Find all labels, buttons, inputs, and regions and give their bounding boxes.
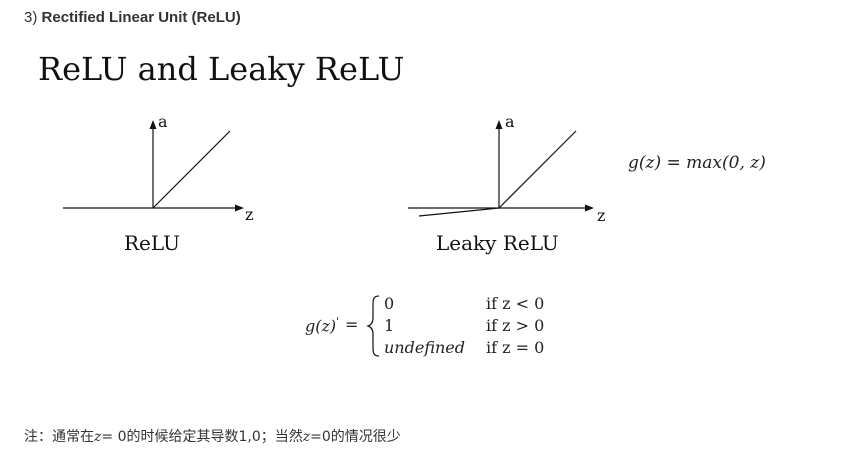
relu-function-formula: g(z) = max(0, z) [628,153,766,173]
section-title: Rectified Linear Unit (ReLU) [41,9,241,26]
section-heading: 3) Rectified Linear Unit (ReLU) [24,9,241,26]
relu-y-axis-label: a [158,112,168,131]
footnote-prefix: 注：通常在 [24,429,94,445]
footnote-suffix: =0的情况很少 [310,429,401,445]
case-value-3: undefined [384,338,465,357]
slide-title: ReLU and Leaky ReLU [38,50,405,88]
case-condition-2: if z > 0 [486,316,545,335]
case-condition-1: if z < 0 [486,294,545,313]
relu-plot [63,120,244,212]
leaky-curve-negative [418,207,500,217]
case-value-2: 1 [384,316,395,335]
derivative-prime: ' [336,315,340,328]
derivative-lhs-text: g(z) [305,316,337,336]
relu-x-arrowhead [235,204,244,212]
leaky-x-arrowhead [585,204,594,212]
case-condition-3: if z = 0 [486,338,545,357]
section-number: 3) [24,9,38,26]
case-value-3-text: undefined [384,338,466,357]
footnote: 注：通常在z= 0的时候给定其导数1,0；当然z=0的情况很少 [24,426,401,446]
leaky-y-arrowhead [495,120,503,129]
leaky-relu-label: Leaky ReLU [436,231,559,255]
leaky-relu-plot [408,120,594,217]
leaky-x-axis-label: z [597,206,606,225]
footnote-var-z-1: z [94,429,102,445]
footnote-mid: = 0的时候给定其导数1,0；当然 [101,429,303,445]
relu-x-axis-label: z [245,205,254,224]
relu-label: ReLU [124,231,180,255]
leaky-y-axis-label: a [505,112,515,131]
case-value-1: 0 [384,294,395,313]
relu-curve-positive [152,130,231,209]
left-brace-icon [366,295,380,357]
footnote-var-z-2: z [302,429,311,445]
leaky-curve-positive [498,130,577,209]
derivative-lhs: g(z)' [305,315,339,335]
relu-y-arrowhead [149,120,157,129]
derivative-equals: = [345,315,359,334]
